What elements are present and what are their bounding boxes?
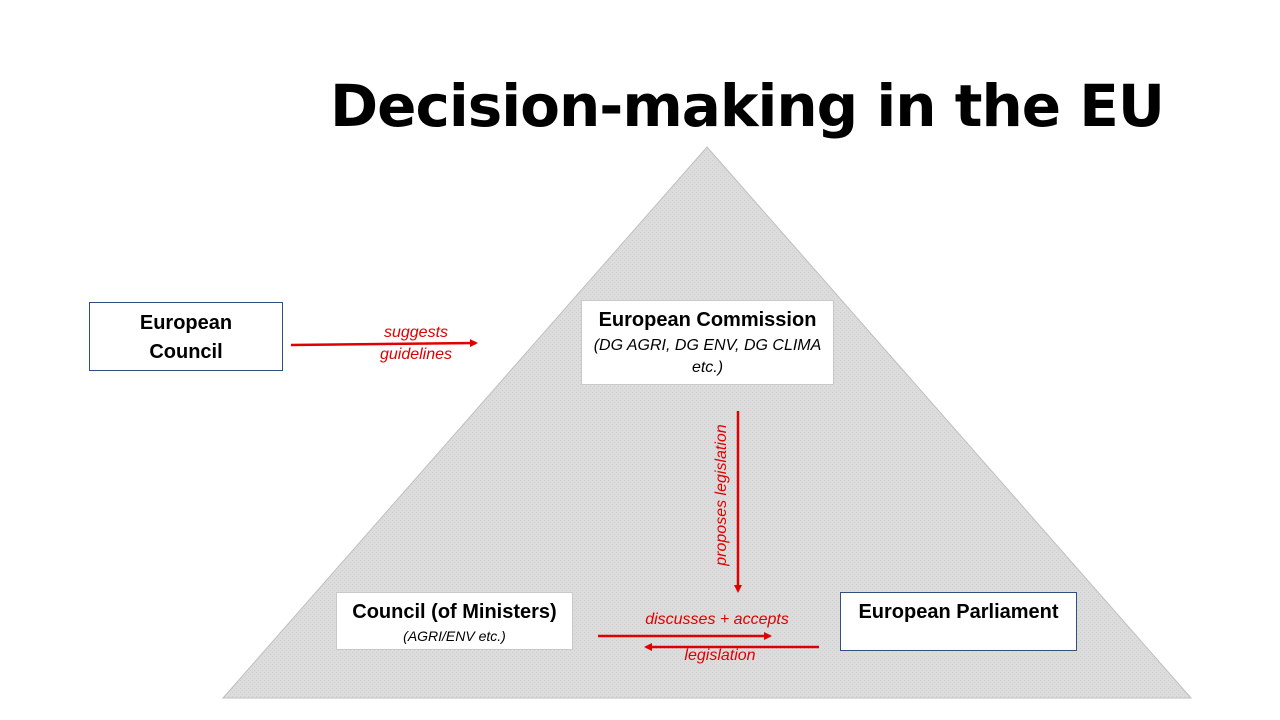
suggests-label: suggests guidelines — [370, 322, 462, 366]
commission-sub-line2: etc.) — [691, 359, 724, 376]
european-council-line2: Council — [149, 341, 223, 363]
european-council-box: European Council — [89, 302, 283, 371]
commission-sub-line1: (DG AGRI, DG ENV, DG CLIMA — [593, 337, 822, 354]
discusses-label-line2: legislation — [684, 647, 756, 664]
commission-name: European Commission — [598, 309, 817, 331]
pyramid-triangle — [221, 146, 1193, 699]
suggests-arrow — [290, 339, 478, 348]
discusses-label-line1: discusses + accepts — [645, 611, 789, 628]
suggests-label-line2: guidelines — [379, 346, 453, 363]
parliament-name: European Parliament — [858, 601, 1059, 623]
european-council-line1: European — [139, 312, 233, 334]
council-ministers-box: Council (of Ministers) (AGRI/ENV etc.) — [336, 592, 573, 650]
page-title: Decision-making in the EU — [330, 72, 1165, 140]
european-parliament-box: European Parliament — [840, 592, 1077, 651]
council-ministers-sub: (AGRI/ENV etc.) — [403, 628, 506, 644]
council-ministers-name: Council (of Ministers) — [352, 601, 557, 623]
suggests-label-line1: suggests — [383, 324, 449, 341]
european-commission-box: European Commission (DG AGRI, DG ENV, DG… — [581, 300, 834, 385]
proposes-label: proposes legislation — [713, 424, 730, 566]
